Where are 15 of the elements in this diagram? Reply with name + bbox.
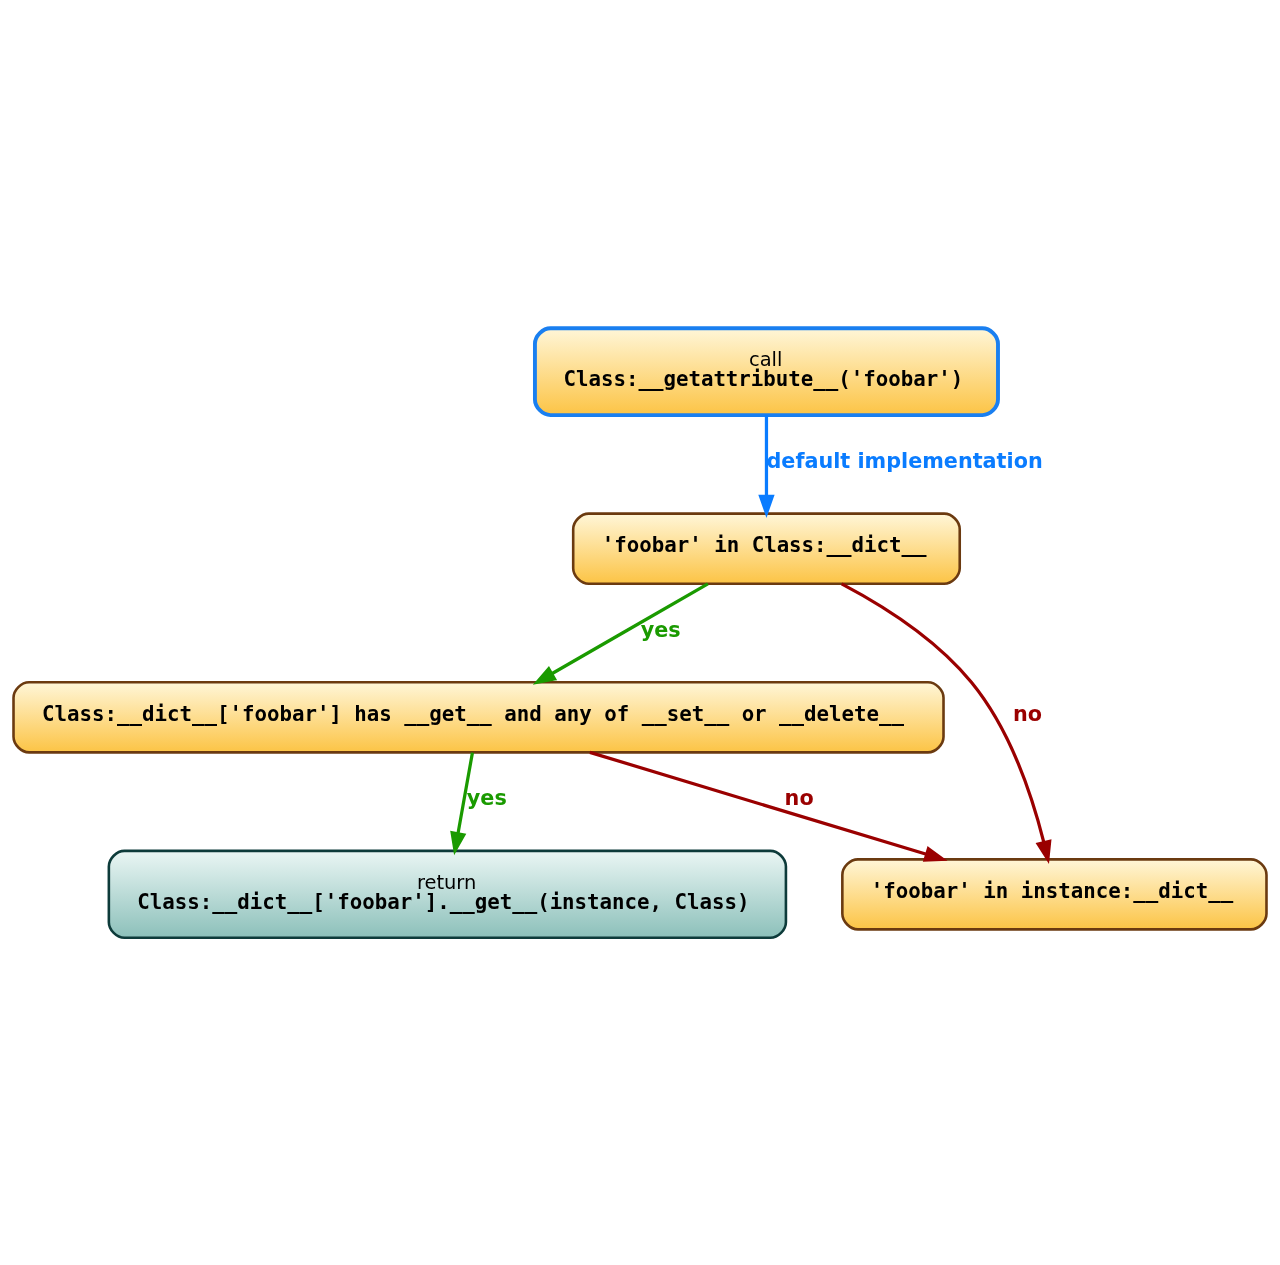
edge-label: yes: [640, 617, 681, 642]
arrow: [840, 581, 1052, 864]
node-box: 'foobar' in instance:__dict__: [841, 857, 1268, 931]
node-box: Class:__dict__['foobar'] has __get__ and any of __set__ or __delete__: [12, 680, 945, 754]
arrow: [450, 751, 475, 855]
edge-label: no: [784, 785, 814, 810]
node-box: 'foobar' in Class:__dict__: [571, 511, 962, 585]
node-box: call Class:__getattribute__('foobar'): [533, 325, 1000, 417]
arrow: [758, 414, 775, 518]
edge-label: no: [1012, 701, 1042, 726]
arrow: [589, 750, 948, 862]
edge-label: default implementation: [766, 448, 1043, 473]
edge-label: yes: [466, 785, 507, 810]
node-box: return Class:__dict__['foobar'].__get__(instance, Class): [107, 849, 788, 939]
arrow: [532, 581, 709, 685]
